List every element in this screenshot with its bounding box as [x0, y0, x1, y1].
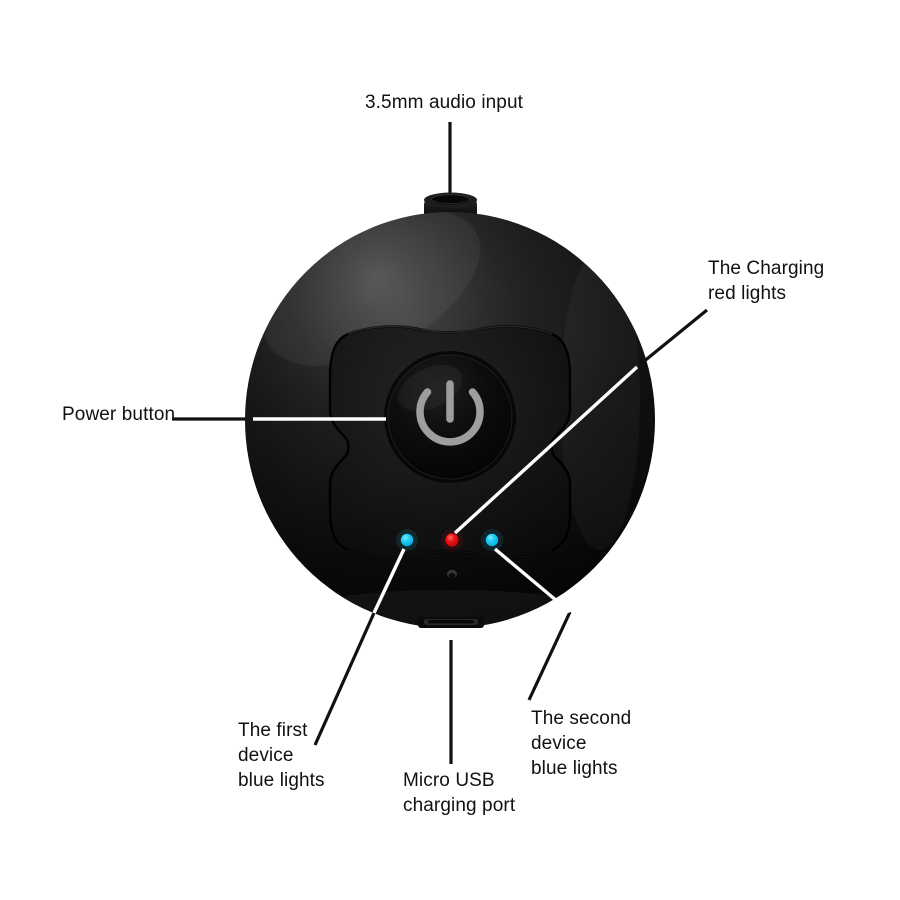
reset-pinhole: [445, 568, 459, 584]
leader-second-device: [527, 611, 572, 701]
led-first-device-blue: [400, 533, 414, 547]
led-charging-red: [445, 533, 459, 547]
leader-first-device: [313, 612, 376, 746]
leader-first-device-inner: [372, 548, 406, 614]
leader-second-device-inner: [493, 547, 572, 614]
leader-lines-inside: [253, 365, 639, 614]
power-icon: [416, 380, 484, 446]
leader-lines-outside: [172, 122, 709, 764]
callout-label-second-device-blue-lights: The second device blue lights: [531, 708, 632, 779]
callout-label-charging-red-lights: The Charging red lights: [708, 258, 825, 304]
led-indicators: [396, 529, 503, 551]
callout-label-first-device-blue-lights: The first device blue lights: [238, 720, 325, 791]
led-second-device-blue: [485, 533, 499, 547]
micro-usb-port: [418, 617, 484, 628]
audio-jack-nub: [424, 192, 477, 220]
power-button[interactable]: [384, 351, 516, 483]
callout-label-audio-input: 3.5mm audio input: [365, 92, 524, 113]
callout-label-power-button: Power button: [62, 404, 176, 425]
callout-label-micro-usb-charging-port: Micro USB charging port: [403, 770, 516, 816]
leader-charging: [635, 308, 709, 369]
leader-charging-inner: [453, 365, 639, 535]
